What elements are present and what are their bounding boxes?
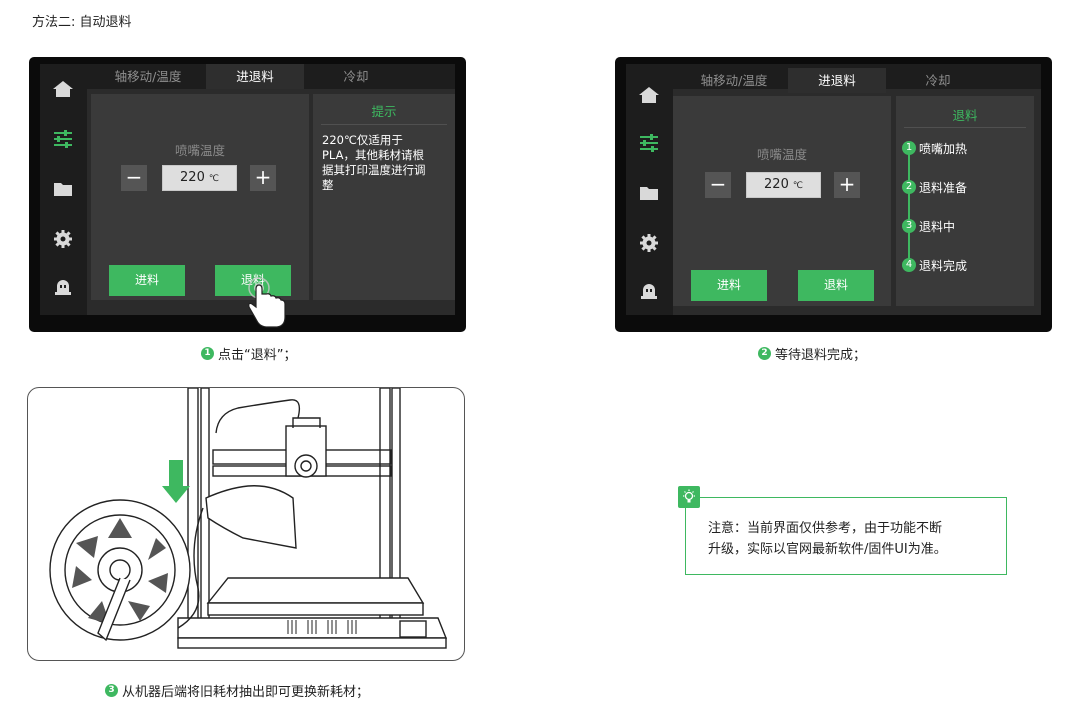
note-box: 注意：当前界面仅供参考，由于功能不断 升级，实际以官网最新软件/固件UI为准。 — [678, 486, 1007, 575]
tip-line: 整 — [322, 178, 334, 192]
tab-cooling[interactable]: 冷却 — [925, 73, 951, 88]
printer-screen-1: 轴移动/温度 进退料 冷却 喷嘴温度 − 220℃ + 进料 退料 提示 — [29, 57, 466, 332]
caption-text: 点击“退料”； — [218, 348, 297, 363]
caption-text: 等待退料完成； — [775, 348, 867, 363]
temp-unit: ℃ — [792, 181, 803, 191]
temp-value-field[interactable]: 220℃ — [746, 172, 821, 198]
step-label: 退料完成 — [919, 258, 968, 273]
temp-value: 220 — [180, 170, 205, 185]
temp-unit: ℃ — [208, 174, 219, 184]
temp-decrease-button[interactable]: − — [121, 165, 147, 191]
folder-icon[interactable] — [638, 182, 660, 204]
robot-icon[interactable] — [638, 280, 660, 302]
sliders-icon[interactable] — [52, 128, 74, 150]
tab-load-unload[interactable]: 进退料 — [206, 64, 304, 89]
step-number: 2 — [902, 180, 916, 194]
step-number: 3 — [902, 219, 916, 233]
load-button[interactable]: 进料 — [109, 265, 185, 296]
progress-connector — [908, 148, 910, 266]
caption-number: 2 — [758, 347, 771, 360]
folder-icon[interactable] — [52, 178, 74, 200]
printer-line-art — [49, 388, 448, 649]
temp-value-field[interactable]: 220℃ — [162, 165, 237, 191]
step-label: 喷嘴加热 — [919, 141, 968, 156]
progress-title: 退料 — [952, 108, 978, 123]
tip-text: 220℃仅适用于 PLA，其他耗材请根 据其打印温度进行调 整 — [322, 133, 447, 193]
step-number: 4 — [902, 258, 916, 272]
gear-icon[interactable] — [52, 228, 74, 250]
temp-increase-button[interactable]: + — [250, 165, 276, 191]
step-number: 1 — [902, 141, 916, 155]
page-title: 方法二: 自动退料 — [32, 15, 132, 30]
step-label: 退料中 — [919, 219, 956, 234]
tap-hand-icon — [247, 277, 289, 329]
control-panel: 喷嘴温度 − 220℃ + 进料 退料 — [673, 96, 891, 306]
sidebar — [626, 64, 673, 315]
home-icon[interactable] — [638, 84, 660, 106]
tab-cooling[interactable]: 冷却 — [343, 69, 369, 84]
temp-value: 220 — [764, 177, 789, 192]
sidebar — [40, 64, 87, 315]
caption-number: 3 — [105, 684, 118, 697]
printer-illustration — [27, 387, 465, 661]
progress-divider — [904, 127, 1026, 128]
lightbulb-icon — [678, 486, 700, 508]
control-panel: 喷嘴温度 − 220℃ + 进料 退料 — [91, 94, 309, 328]
tab-bar: 轴移动/温度 进退料 冷却 — [673, 64, 1041, 93]
tip-line: PLA，其他耗材请根 — [322, 148, 424, 162]
note-line: 注意：当前界面仅供参考，由于功能不断 — [708, 521, 943, 536]
tab-bar: 轴移动/温度 进退料 冷却 — [87, 64, 455, 89]
load-button[interactable]: 进料 — [691, 270, 767, 301]
caption-number: 1 — [201, 347, 214, 360]
unload-button[interactable]: 退料 — [798, 270, 874, 301]
tip-divider — [321, 124, 447, 125]
caption-text: 从机器后端将旧耗材抽出即可更换新耗材； — [122, 685, 370, 700]
robot-icon[interactable] — [52, 276, 74, 298]
tip-panel: 提示 220℃仅适用于 PLA，其他耗材请根 据其打印温度进行调 整 — [313, 94, 455, 300]
gear-icon[interactable] — [638, 232, 660, 254]
step-label: 退料准备 — [919, 180, 968, 195]
temp-increase-button[interactable]: + — [834, 172, 860, 198]
down-arrow-icon — [162, 460, 190, 503]
caption-step-3: 3 从机器后端将旧耗材抽出即可更换新耗材； — [105, 681, 369, 700]
tab-axis-temp[interactable]: 轴移动/温度 — [700, 73, 768, 88]
tip-line: 220℃仅适用于 — [322, 133, 403, 147]
note-text: 注意：当前界面仅供参考，由于功能不断 升级，实际以官网最新软件/固件UI为准。 — [708, 518, 998, 560]
caption-step-1: 1 点击“退料”； — [201, 344, 296, 363]
nozzle-temp-label: 喷嘴温度 — [756, 147, 807, 162]
home-icon[interactable] — [52, 78, 74, 100]
temp-decrease-button[interactable]: − — [705, 172, 731, 198]
tip-title: 提示 — [371, 104, 397, 119]
sliders-icon[interactable] — [638, 132, 660, 154]
tab-load-unload[interactable]: 进退料 — [788, 68, 886, 93]
caption-step-2: 2 等待退料完成； — [758, 344, 866, 363]
tip-line: 据其打印温度进行调 — [322, 163, 426, 177]
note-line: 升级，实际以官网最新软件/固件UI为准。 — [708, 542, 947, 557]
tab-axis-temp[interactable]: 轴移动/温度 — [114, 69, 182, 84]
nozzle-temp-label: 喷嘴温度 — [174, 143, 225, 158]
